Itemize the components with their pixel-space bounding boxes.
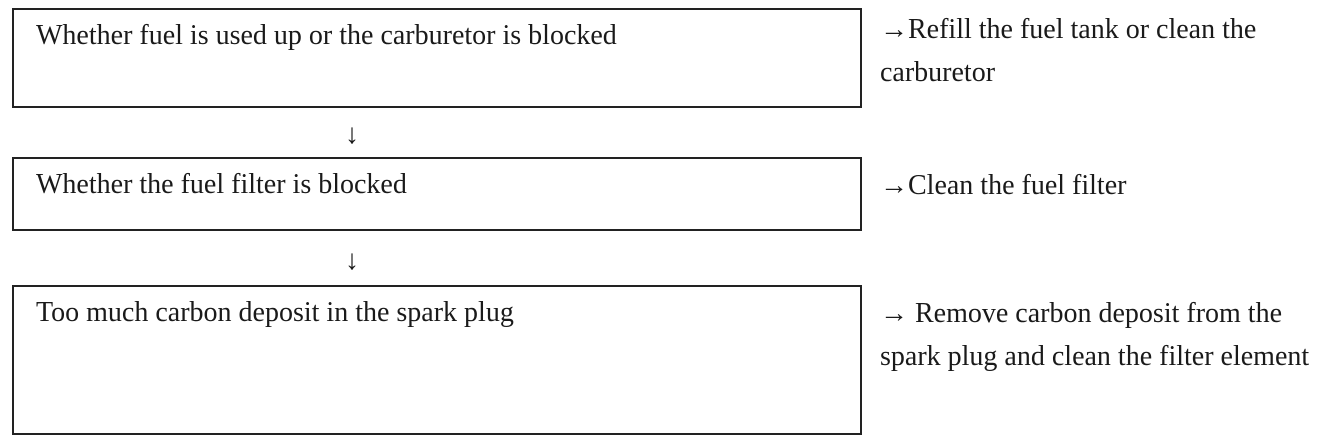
remedy-refill-or-clean-carburetor: →Refill the fuel tank or clean the carbu… bbox=[880, 14, 1257, 88]
cause-text: Too much carbon deposit in the spark plu… bbox=[36, 297, 514, 328]
cause-box-fuel-carburetor: Whether fuel is used up or the carbureto… bbox=[12, 8, 862, 108]
cause-box-fuel-filter: Whether the fuel filter is blocked bbox=[12, 157, 862, 231]
remedy-clean-fuel-filter: →Clean the fuel filter bbox=[880, 170, 1127, 201]
remedy-remove-carbon-deposit: → Remove carbon deposit from the spark p… bbox=[880, 298, 1310, 372]
down-arrow-icon: ↓ bbox=[345, 245, 359, 276]
cause-text: Whether the fuel filter is blocked bbox=[36, 169, 407, 200]
cause-box-spark-plug: Too much carbon deposit in the spark plu… bbox=[12, 285, 862, 435]
cause-text: Whether fuel is used up or the carbureto… bbox=[36, 20, 617, 51]
down-arrow-icon: ↓ bbox=[345, 119, 359, 150]
